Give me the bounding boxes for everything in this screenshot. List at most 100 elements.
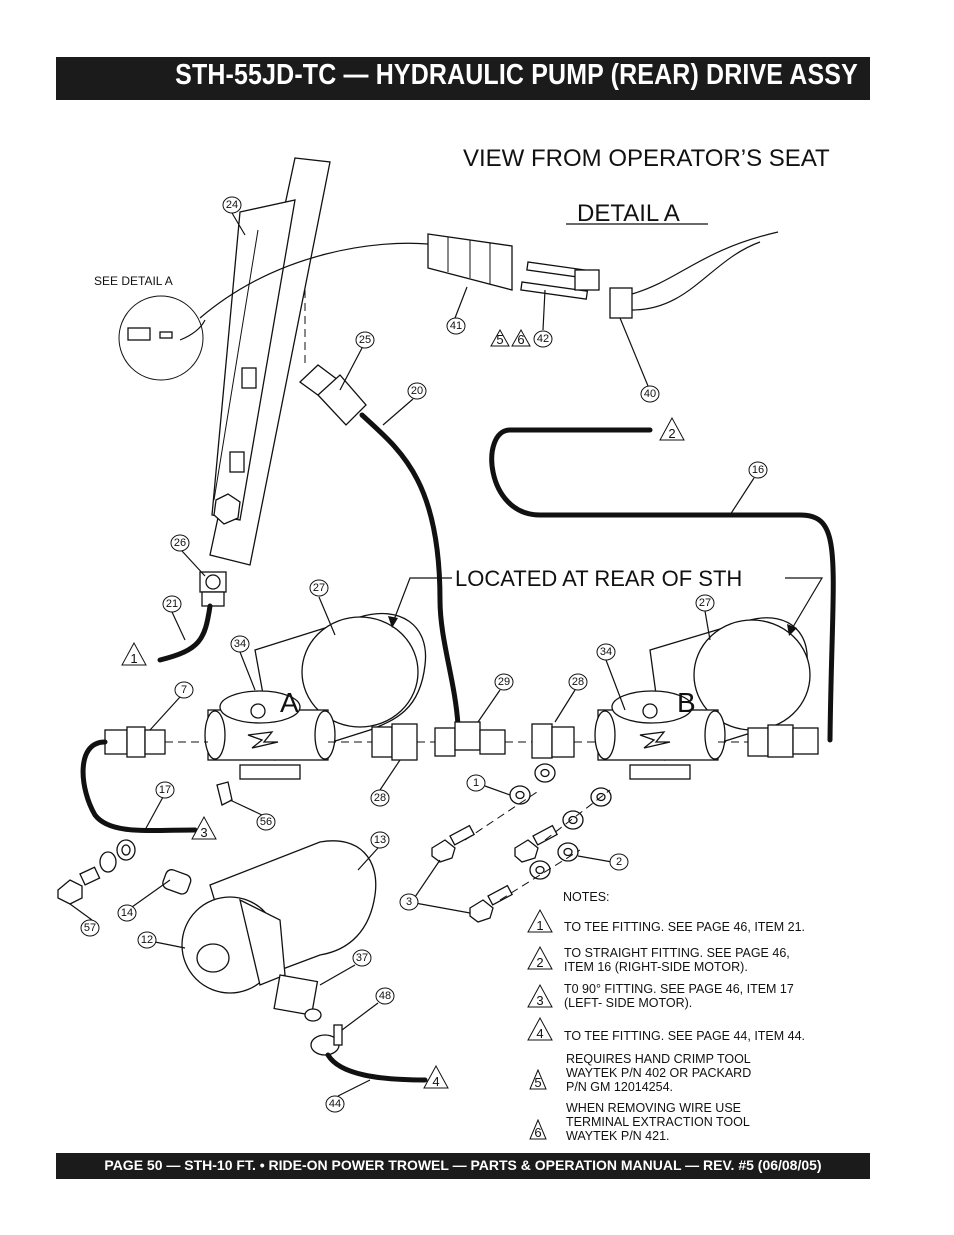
note-2: 2 TO STRAIGHT FITTING. SEE PAGE 46, ITEM… [527, 945, 790, 974]
svg-text:12: 12 [141, 934, 153, 946]
see-detail-label: SEE DETAIL A [94, 274, 173, 288]
page-title: STH-55JD-TC — HYDRAULIC PUMP (REAR) DRIV… [175, 59, 858, 91]
terminals-42 [520, 261, 600, 300]
hose-44 [325, 1052, 428, 1083]
hose-16 [489, 427, 836, 743]
callout-2: 2 [609, 853, 629, 871]
svg-text:3: 3 [536, 993, 543, 1008]
svg-text:WAYTEK P/N 402 OR PACKARD: WAYTEK P/N 402 OR PACKARD [566, 1066, 751, 1080]
svg-text:ITEM 16 (RIGHT-SIDE MOTOR).: ITEM 16 (RIGHT-SIDE MOTOR). [564, 960, 748, 974]
callout-25: 25 [355, 331, 375, 349]
clamp-48 [310, 1024, 343, 1056]
callout-37: 37 [352, 949, 372, 967]
svg-text:2: 2 [668, 426, 675, 441]
svg-text:(LEFT- SIDE MOTOR).: (LEFT- SIDE MOTOR). [564, 996, 692, 1010]
svg-text:27: 27 [699, 597, 711, 609]
motor-a-label: A [280, 687, 299, 718]
flag-5: 5 [490, 328, 510, 347]
callout-42: 42 [533, 330, 553, 348]
location-label: LOCATED AT REAR OF STH [455, 566, 742, 591]
svg-text:48: 48 [379, 990, 391, 1002]
elbow-fitting-25 [298, 364, 367, 426]
detail-a-magnifier [118, 242, 429, 381]
svg-text:20: 20 [411, 385, 423, 397]
callout-3: 3 [399, 893, 419, 911]
callout-48: 48 [375, 987, 395, 1005]
svg-text:29: 29 [498, 676, 510, 688]
callout-16: 16 [748, 461, 768, 479]
callout-34-left: 34 [230, 635, 250, 653]
washers-bolts [431, 763, 612, 923]
callout-1: 1 [466, 774, 486, 792]
svg-text:6: 6 [534, 1125, 541, 1140]
control-panel [209, 157, 331, 566]
flag-4: 4 [423, 1064, 449, 1089]
svg-text:27: 27 [313, 582, 325, 594]
callout-21: 21 [162, 595, 182, 613]
connector-41 [427, 233, 513, 291]
note-5: 5 REQUIRES HAND CRIMP TOOL WAYTEK P/N 40… [529, 1052, 751, 1094]
callout-13: 13 [370, 831, 390, 849]
svg-text:2: 2 [536, 955, 543, 970]
callout-27-left: 27 [309, 579, 329, 597]
svg-text:26: 26 [174, 537, 186, 549]
callout-41: 41 [446, 317, 466, 335]
svg-text:4: 4 [536, 1026, 543, 1041]
callout-17: 17 [155, 781, 175, 799]
note-4: 4 TO TEE FITTING. SEE PAGE 44, ITEM 44. [527, 1016, 805, 1043]
svg-text:3: 3 [200, 825, 207, 840]
svg-text:16: 16 [752, 464, 764, 476]
callout-27-right: 27 [695, 594, 715, 612]
callout-7: 7 [174, 681, 194, 699]
fittings-row [104, 721, 819, 761]
svg-text:5: 5 [534, 1075, 541, 1090]
svg-text:14: 14 [121, 907, 133, 919]
svg-text:3: 3 [406, 896, 412, 908]
flag-6: 6 [511, 328, 531, 347]
callout-56: 56 [256, 813, 276, 831]
callout-34-right: 34 [596, 643, 616, 661]
detail-label: DETAIL A [577, 200, 680, 227]
svg-text:21: 21 [166, 598, 178, 610]
callout-44: 44 [325, 1095, 345, 1113]
footer-bar: PAGE 50 — STH-10 FT. • RIDE-ON POWER TRO… [56, 1153, 870, 1179]
svg-text:40: 40 [644, 388, 656, 400]
svg-text:WHEN REMOVING WIRE USE: WHEN REMOVING WIRE USE [566, 1101, 741, 1115]
title-bar: STH-55JD-TC — HYDRAULIC PUMP (REAR) DRIV… [56, 57, 870, 100]
view-label: VIEW FROM OPERATOR’S SEAT [463, 145, 830, 172]
svg-text:57: 57 [84, 922, 96, 934]
leader-lines [69, 212, 755, 1097]
svg-text:P/N GM 12014254.: P/N GM 12014254. [566, 1080, 673, 1094]
svg-text:7: 7 [181, 684, 187, 696]
svg-text:1: 1 [536, 918, 543, 933]
svg-text:TO TEE FITTING. SEE PAGE 44,: TO TEE FITTING. SEE PAGE 44, ITEM 44. [564, 1029, 805, 1043]
flag-3: 3 [191, 815, 217, 840]
fitting-26 [199, 571, 227, 607]
hose-17 [80, 739, 198, 834]
hose-21 [157, 603, 213, 663]
svg-text:25: 25 [359, 334, 371, 346]
footer-text: PAGE 50 — STH-10 FT. • RIDE-ON POWER TRO… [104, 1157, 822, 1173]
svg-text:37: 37 [356, 952, 368, 964]
svg-text:41: 41 [450, 320, 462, 332]
clip-56 [216, 781, 233, 806]
callout-57: 57 [80, 919, 100, 937]
svg-text:TO STRAIGHT FITTING. SEE PAGE: TO STRAIGHT FITTING. SEE PAGE 46, [564, 946, 790, 960]
note-6: 6 WHEN REMOVING WIRE USE TERMINAL EXTRAC… [529, 1101, 750, 1143]
svg-text:4: 4 [432, 1074, 439, 1089]
note-1: 1 TO TEE FITTING. SEE PAGE 46, ITEM 21. [527, 908, 805, 934]
callouts: 24 41 42 40 25 20 16 26 27 21 27 34 34 7… [80, 196, 768, 1113]
motor-b-label: B [677, 687, 696, 718]
flags: 5 6 2 1 3 4 [121, 328, 685, 1089]
svg-text:34: 34 [234, 638, 246, 650]
bolt-57 [57, 839, 136, 905]
plug-40 [609, 231, 779, 319]
svg-text:42: 42 [537, 333, 549, 345]
location-arrowhead-left [388, 616, 398, 628]
svg-text:REQUIRES HAND CRIMP TOOL: REQUIRES HAND CRIMP TOOL [566, 1052, 751, 1066]
svg-text:TERMINAL EXTRACTION TOOL: TERMINAL EXTRACTION TOOL [566, 1115, 750, 1129]
location-arrow-left [391, 577, 452, 626]
callout-24: 24 [222, 196, 242, 214]
svg-text:34: 34 [600, 646, 612, 658]
